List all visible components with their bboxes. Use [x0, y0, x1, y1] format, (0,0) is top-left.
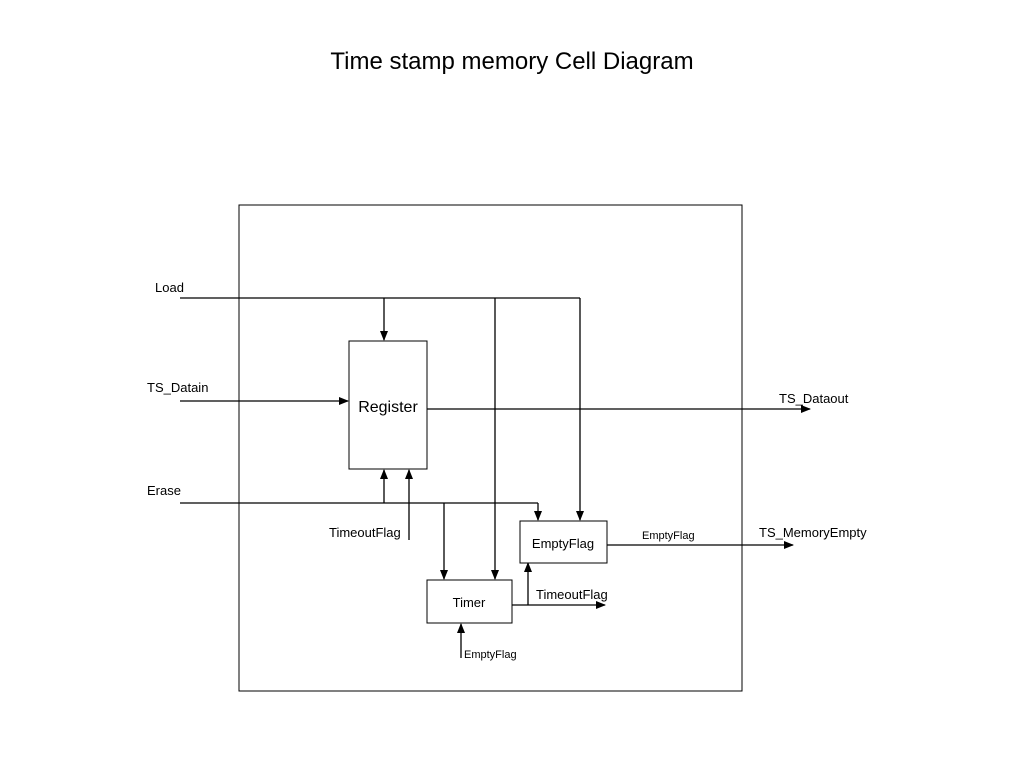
emptyflag-block: EmptyFlag [519, 520, 608, 564]
register-block: Register [348, 340, 428, 470]
diagram-title: Time stamp memory Cell Diagram [330, 48, 694, 75]
emptyflag-timer-label: EmptyFlag [464, 649, 517, 661]
register-label: Register [358, 399, 418, 416]
load-label: Load [155, 280, 184, 295]
erase-label: Erase [147, 483, 181, 498]
ts-datain-label: TS_Datain [147, 380, 208, 395]
timer-label: Timer [453, 595, 486, 610]
timeoutflag-timer-label: TimeoutFlag [536, 587, 608, 602]
emptyflag-block-label: EmptyFlag [532, 536, 594, 551]
ts-memoryempty-label: TS_MemoryEmpty [759, 525, 867, 540]
timeoutflag-register-label: TimeoutFlag [329, 525, 401, 540]
timer-block: Timer [426, 579, 513, 624]
emptyflag-output-label: EmptyFlag [642, 530, 695, 542]
ts-dataout-label: TS_Dataout [779, 391, 849, 406]
